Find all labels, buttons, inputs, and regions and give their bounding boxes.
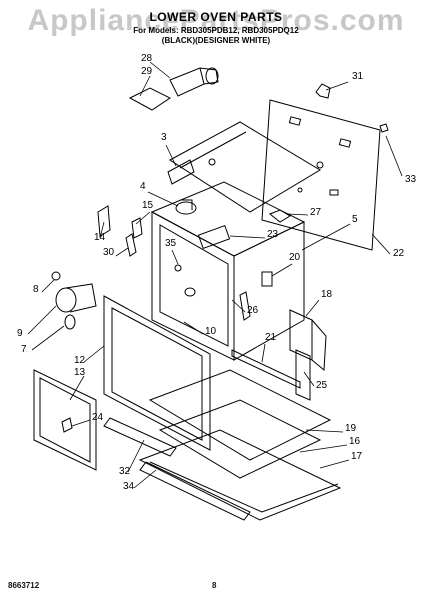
part-30: [125, 233, 137, 257]
page-number: 8: [212, 581, 217, 590]
oven-top-panel: [169, 121, 321, 213]
callout-18: 18: [321, 289, 333, 300]
bottom-trim-17: [138, 429, 342, 521]
callout-26: 26: [247, 305, 259, 316]
callout-14: 14: [94, 232, 106, 243]
callout-7: 7: [21, 344, 27, 355]
back-panel: [261, 99, 381, 251]
finish-colors: (BLACK)(DESIGNER WHITE): [161, 36, 271, 45]
callout-28: 28: [141, 53, 153, 64]
vent-duct: [169, 67, 219, 97]
bracket-14: [97, 205, 111, 237]
oven-cavity-side: [233, 221, 305, 361]
callout-29: 29: [141, 66, 153, 77]
callout-3: 3: [161, 132, 167, 143]
watermark: AppliancePartsPros.com: [27, 4, 405, 37]
callout-16: 16: [349, 436, 361, 447]
handle-32: [103, 417, 177, 457]
callout-21: 21: [265, 332, 277, 343]
oven-cavity-front: [151, 211, 235, 361]
bottom-tray-16: [158, 399, 322, 479]
callout-10: 10: [205, 326, 217, 337]
page-title: LOWER OVEN PARTS: [149, 10, 283, 24]
callout-13: 13: [74, 367, 86, 378]
trim-34: [139, 461, 251, 521]
door-gasket: [33, 369, 97, 471]
callout-23: 23: [267, 229, 279, 240]
insulation-27: [269, 209, 291, 223]
bracket-31: [315, 83, 331, 99]
door-frame: [103, 295, 211, 451]
callout-24: 24: [92, 412, 104, 423]
callout-30: 30: [103, 247, 115, 258]
callout-9: 9: [17, 328, 23, 339]
callout-15: 15: [142, 200, 154, 211]
callout-31: 31: [352, 71, 364, 82]
latch-25: [295, 349, 311, 401]
callout-20: 20: [289, 252, 301, 263]
callout-32: 32: [119, 466, 131, 477]
callout-19: 19: [345, 423, 357, 434]
callout-35: 35: [165, 238, 177, 249]
callout-22: 22: [393, 248, 405, 259]
bottom-panel-19: [148, 369, 332, 461]
callout-34: 34: [123, 481, 135, 492]
vent-duct-outlet: [205, 67, 219, 85]
side-rail-21: [231, 349, 301, 389]
callout-12: 12: [74, 355, 86, 366]
leader-lines: [27, 61, 403, 489]
light-nut-8: [51, 271, 61, 281]
callout-4: 4: [140, 181, 146, 192]
callout-33: 33: [405, 174, 417, 185]
element-4: [175, 201, 197, 215]
callout-25: 25: [316, 380, 328, 391]
document-number: 8663712: [8, 581, 40, 590]
callout-27: 27: [310, 207, 322, 218]
callout-8: 8: [33, 284, 39, 295]
clip-24: [61, 417, 73, 433]
model-numbers: For Models: RBD305PDB12, RBD305PDQ12: [133, 26, 299, 35]
top-bracket: [167, 159, 195, 185]
callout-17: 17: [351, 451, 363, 462]
light-bulb-7: [64, 314, 76, 330]
clip-33: [379, 123, 389, 133]
part-15: [131, 217, 143, 239]
vent-plate: [128, 87, 171, 111]
callout-5: 5: [352, 214, 358, 225]
light-lens-9: [55, 287, 77, 313]
